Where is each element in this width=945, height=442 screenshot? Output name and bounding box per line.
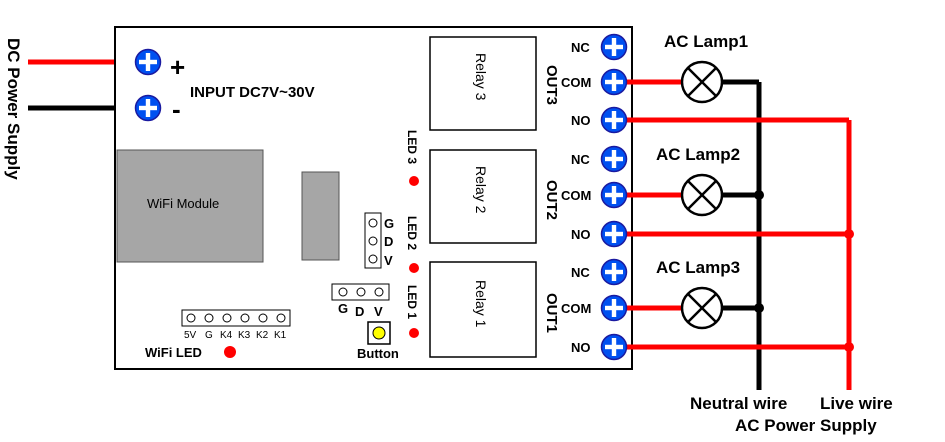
led2 [409, 263, 419, 273]
pin-v-g: G [384, 216, 394, 231]
pin-h-d: D [355, 304, 364, 319]
relay-1-label: Relay 1 [473, 280, 489, 328]
pin-v3 [368, 254, 378, 264]
lamp3-icon [680, 286, 724, 330]
nc1-terminal [600, 258, 628, 286]
led1-label: LED 1 [405, 285, 419, 319]
dc-minus-terminal [134, 94, 162, 122]
no2-terminal [600, 220, 628, 248]
pin-h1 [338, 287, 348, 297]
conn-pin-3 [222, 313, 232, 323]
led3-label: LED 3 [405, 130, 419, 164]
relay-2 [429, 149, 537, 244]
relay-3-label: Relay 3 [473, 53, 489, 101]
conn-pin-1 [186, 313, 196, 323]
out1-label: OUT1 [543, 293, 560, 333]
com2-terminal [600, 181, 628, 209]
conn-pin-6 [276, 313, 286, 323]
no1-label: NO [571, 340, 591, 355]
pin-h-v: V [374, 304, 383, 319]
conn-pin-4 [240, 313, 250, 323]
relay-3 [429, 36, 537, 131]
conn-label-k2: K2 [256, 330, 269, 341]
conn-pin-5 [258, 313, 268, 323]
conn-label-k3: K3 [238, 330, 251, 341]
dc-power-supply-label: DC Power Supply [4, 38, 23, 180]
nc2-terminal [600, 145, 628, 173]
no3-terminal [600, 106, 628, 134]
no2-label: NO [571, 227, 591, 242]
com3-label: COM [561, 75, 591, 90]
nc3-label: NC [571, 40, 590, 55]
nc3-terminal [600, 33, 628, 61]
nc2-label: NC [571, 152, 590, 167]
neutral-wire-label: Neutral wire [690, 394, 787, 413]
conn-label-5v: 5V [184, 330, 197, 341]
nc1-label: NC [571, 265, 590, 280]
minus-sign: - [172, 94, 181, 124]
pin-v-v: V [384, 253, 393, 268]
wifi-module-label: WiFi Module [147, 196, 219, 211]
pin-v1 [368, 218, 378, 228]
pin-v-d: D [384, 234, 393, 249]
led2-label: LED 2 [405, 216, 419, 250]
out3-label: OUT3 [543, 65, 560, 105]
ac-power-supply-label: AC Power Supply [735, 416, 877, 435]
connector-6pin [181, 309, 291, 327]
no3-label: NO [571, 113, 591, 128]
input-voltage-label: INPUT DC7V~30V [190, 84, 315, 101]
wifi-led-label: WiFi LED [145, 345, 202, 360]
lamp3-label: AC Lamp3 [656, 258, 740, 277]
pin-v2 [368, 236, 378, 246]
lamp2-icon [680, 173, 724, 217]
button-cap [372, 326, 386, 340]
conn-label-g: G [205, 330, 213, 341]
neutral-junction-2 [754, 190, 764, 200]
conn-label-k4: K4 [220, 330, 233, 341]
dc-plus-terminal [134, 48, 162, 76]
conn-pin-2 [204, 313, 214, 323]
live-junction-2 [844, 229, 854, 239]
relay-2-label: Relay 2 [473, 166, 489, 214]
lamp1-icon [680, 60, 724, 104]
pin-h-g: G [338, 301, 348, 316]
pin-h3 [374, 287, 384, 297]
wifi-led [224, 346, 236, 358]
pin-h2 [356, 287, 366, 297]
lamp1-label: AC Lamp1 [664, 32, 748, 51]
plus-sign: + [170, 52, 185, 82]
button-label: Button [357, 346, 399, 361]
com1-label: COM [561, 301, 591, 316]
led1 [409, 328, 419, 338]
com3-terminal [600, 68, 628, 96]
neutral-junction-3 [754, 303, 764, 313]
no1-terminal [600, 333, 628, 361]
out2-label: OUT2 [543, 180, 560, 220]
led3 [409, 176, 419, 186]
relay-1 [429, 261, 537, 358]
lamp2-label: AC Lamp2 [656, 145, 740, 164]
conn-label-k1: K1 [274, 330, 287, 341]
wifi-module [116, 149, 264, 263]
gray-component [301, 171, 340, 261]
com1-terminal [600, 294, 628, 322]
live-junction-3 [844, 342, 854, 352]
com2-label: COM [561, 188, 591, 203]
live-wire-label: Live wire [820, 394, 893, 413]
